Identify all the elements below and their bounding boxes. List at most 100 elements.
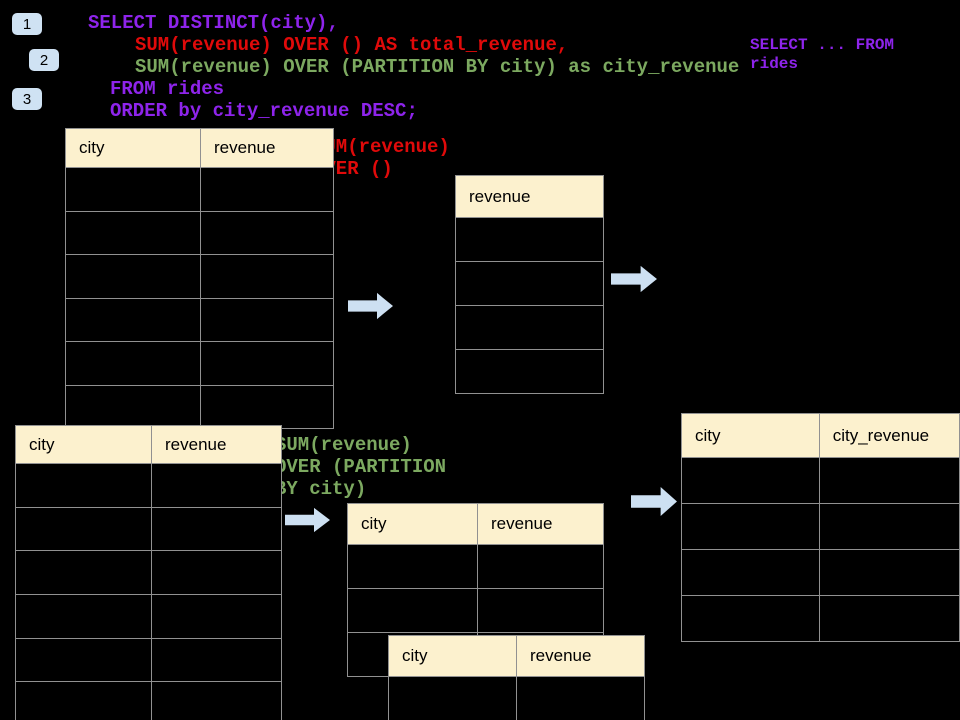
column-header: revenue [477,503,604,545]
table-row [15,681,282,720]
empty-cell [15,463,152,508]
column-header: revenue [516,635,645,677]
partition-annotation-line: SUM(revenue) [275,434,412,456]
table-row [65,210,334,255]
empty-cell [151,550,282,596]
empty-cell [347,588,478,633]
partition-annotation-line: OVER (PARTITION [275,456,447,478]
empty-cell [65,341,201,386]
sql-code-line: SUM(revenue) OVER () AS total_revenue, [135,34,569,56]
flow-arrow-right-icon [611,265,658,293]
step-badge-2: 2 [29,49,59,71]
empty-cell [681,457,820,504]
total-revenue-table: revenue [455,175,604,394]
empty-cell [151,463,282,508]
column-header: city [681,413,820,458]
empty-cell [818,595,960,642]
table-row [65,297,334,342]
empty-cell [65,167,201,212]
table-header-row: revenue [455,175,604,218]
column-header: city [347,503,478,545]
table-row [65,254,334,299]
table-row [347,588,604,633]
empty-cell [455,305,604,350]
column-header: city [65,128,201,168]
empty-cell [477,588,604,633]
table-row [15,637,282,683]
sql-code-line: SUM(revenue) OVER (PARTITION BY city) as… [135,56,740,78]
empty-cell [200,254,334,299]
empty-cell [200,167,334,212]
table-row [455,305,604,350]
empty-cell [818,457,960,504]
empty-cell [65,210,201,255]
column-header: revenue [200,128,334,168]
empty-cell [65,384,201,429]
empty-cell [818,503,960,550]
sql-code-line: FROM rides [110,78,225,100]
empty-cell [15,506,152,552]
from-note-line: SELECT ... FROM [750,36,895,54]
table-row [15,550,282,596]
empty-cell [65,254,201,299]
empty-cell [15,681,152,720]
empty-cell [477,544,604,589]
empty-cell [15,550,152,596]
table-row [15,463,282,508]
empty-cell [200,297,334,342]
empty-cell [200,210,334,255]
empty-cell [200,384,334,429]
column-header: revenue [455,175,604,218]
empty-cell [200,341,334,386]
empty-cell [151,637,282,683]
partition-annotation-line: BY city) [275,478,367,500]
sql-code-line: SELECT DISTINCT(city), [88,12,339,34]
empty-cell [818,549,960,596]
table-row [455,217,604,262]
table-row [455,261,604,306]
column-header: city [15,425,152,464]
table-row [15,506,282,552]
from-note-line: rides [750,55,799,73]
empty-cell [151,594,282,639]
table-row [681,549,960,596]
empty-cell [347,544,478,589]
empty-cell [681,503,820,550]
flow-arrow-right-icon [631,486,678,517]
empty-cell [15,637,152,683]
table-row [65,384,334,429]
table-row [388,676,645,720]
empty-cell [151,681,282,720]
flow-arrow-right-icon [348,292,394,320]
empty-cell [455,217,604,262]
empty-cell [681,595,820,642]
sql-code-line: ORDER by city_revenue DESC; [110,100,418,122]
table-row [15,594,282,639]
empty-cell [151,506,282,552]
column-header: city [388,635,517,677]
empty-cell [388,676,517,720]
table-row [65,167,334,212]
table-row [681,457,960,504]
step-badge-3: 3 [12,88,42,110]
table-row [347,544,604,589]
total-revenue-annotation-line: SUM(revenue) [313,136,450,158]
flow-arrow-right-icon [285,507,331,533]
column-header: revenue [151,425,282,464]
empty-cell [15,594,152,639]
table-row [681,595,960,642]
table-row [65,341,334,386]
step-badge-1: 1 [12,13,42,35]
